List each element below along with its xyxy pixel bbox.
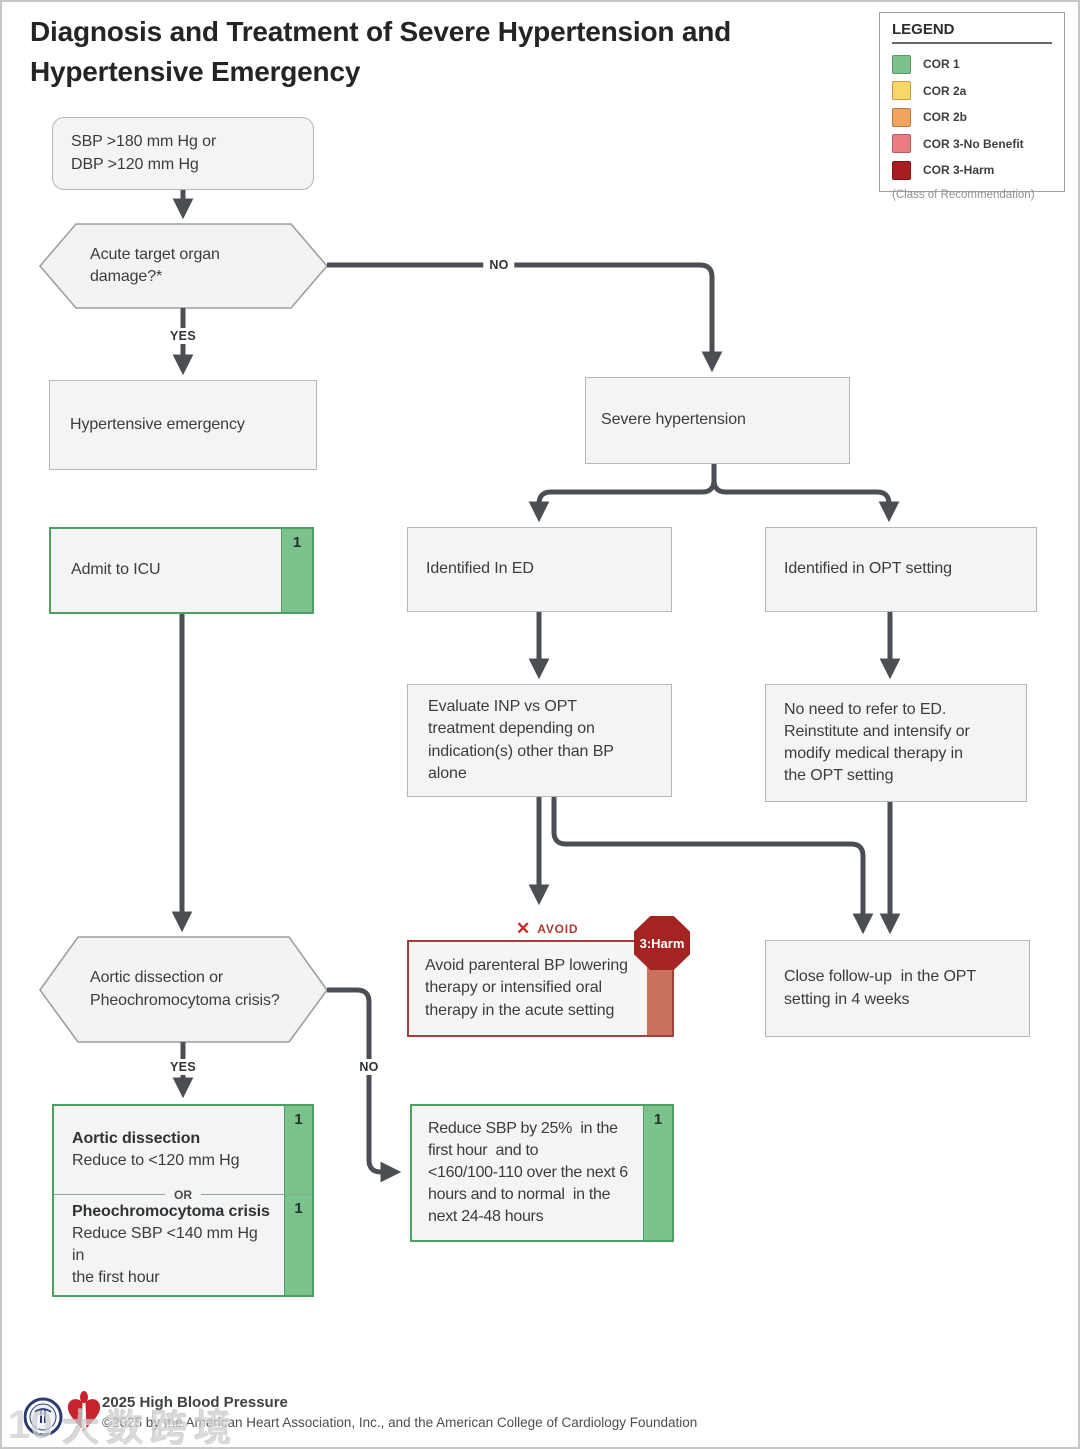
page-title: Diagnosis and Treatment of Severe Hypert… [30, 16, 732, 87]
aha-heart-torch-logo [67, 1391, 101, 1431]
cor3-harm-swatch-icon [892, 160, 911, 180]
edge-evaluate-to-followup [551, 797, 874, 935]
harm-badge: 3:Harm [639, 935, 685, 951]
legend-item-cor1: COR 1 [892, 51, 1052, 78]
node-hypertensive-emergency: Hypertensive emergency [49, 380, 317, 470]
node-avoid-parenteral: Avoid parenteral BP lowering therapy or … [407, 940, 674, 1037]
acc-logo [23, 1397, 63, 1437]
edge-severe-split-right [711, 479, 900, 523]
avoid-x-icon: ✕ [516, 919, 531, 938]
legend-item-cor2a: COR 2a [892, 78, 1052, 105]
avoid-label: AVOID [537, 921, 579, 936]
or-divider-label: OR [165, 1188, 201, 1202]
cor1-stripe: 1 [281, 529, 312, 612]
cor1-swatch-icon [892, 54, 911, 74]
cor1-stripe: 1 [284, 1195, 312, 1295]
footer-program-title: 2025 High Blood Pressure [102, 1394, 288, 1411]
pheo-detail: Reduce SBP <140 mm Hg in the first hour [72, 1224, 258, 1287]
edge-severe-split-left [528, 464, 717, 523]
edge-no-to-severe [327, 262, 723, 373]
cor1-badge: 1 [294, 1111, 303, 1128]
legend-item-cor3-harm: COR 3-Harm [892, 157, 1052, 184]
node-close-followup: Close follow-up in the OPT setting in 4 … [765, 940, 1030, 1037]
node-severe-hypertension: Severe hypertension [585, 377, 850, 464]
cor1-badge: 1 [292, 534, 302, 551]
cor1-badge: 1 [294, 1200, 303, 1217]
node-evaluate-inp-opt: Evaluate INP vs OPT treatment depending … [407, 684, 672, 797]
edge-label-yes-top: YES [164, 328, 202, 344]
node-admit-icu: Admit to ICU 1 [49, 527, 314, 614]
avoid-marker: ✕ AVOID [516, 920, 578, 937]
legend-item-cor3-no-benefit: COR 3-No Benefit [892, 131, 1052, 158]
node-no-refer-ed: No need to refer to ED. Reinstitute and … [765, 684, 1027, 802]
pheo-title: Pheochromocytoma crisis [72, 1202, 270, 1220]
edge-label-no-top: NO [483, 257, 515, 273]
legend-title: LEGEND [892, 21, 1052, 44]
legend-item-cor2b: COR 2b [892, 104, 1052, 131]
node-identified-opt: Identified in OPT setting [765, 527, 1037, 612]
cor1-badge: 1 [653, 1111, 663, 1128]
cor3-no-benefit-swatch-icon [892, 134, 911, 154]
node-reduce-sbp: Reduce SBP by 25% in the first hour and … [410, 1104, 674, 1242]
cor1-stripe: 1 [643, 1106, 672, 1240]
cor2a-swatch-icon [892, 81, 911, 101]
legend: LEGEND COR 1 COR 2a COR 2b COR 3-No Bene… [879, 12, 1065, 201]
aortic-detail: Reduce to <120 mm Hg [72, 1152, 240, 1169]
node-identified-ed: Identified In ED [407, 527, 672, 612]
edge-label-no-bottom: NO [353, 1059, 385, 1075]
cor2b-swatch-icon [892, 107, 911, 127]
footer-copyright: ©2025 by the American Heart Association,… [102, 1415, 698, 1430]
aortic-title: Aortic dissection [72, 1129, 201, 1147]
harm-stripe [647, 962, 672, 1035]
node-aortic-decision: Aortic dissection or Pheochromocytoma cr… [90, 969, 280, 1009]
node-acute-damage-decision: Acute target organ damage?* [90, 245, 220, 285]
cor1-stripe: 1 [284, 1106, 312, 1194]
cor3-harm-octagon-icon: 3:Harm [634, 916, 690, 970]
legend-footnote: (Class of Recommendation) [892, 188, 1035, 201]
node-bp-threshold: SBP >180 mm Hg or DBP >120 mm Hg [52, 117, 314, 190]
edge-label-yes-bottom: YES [164, 1059, 202, 1075]
edge-no-to-reduce [327, 987, 402, 1183]
